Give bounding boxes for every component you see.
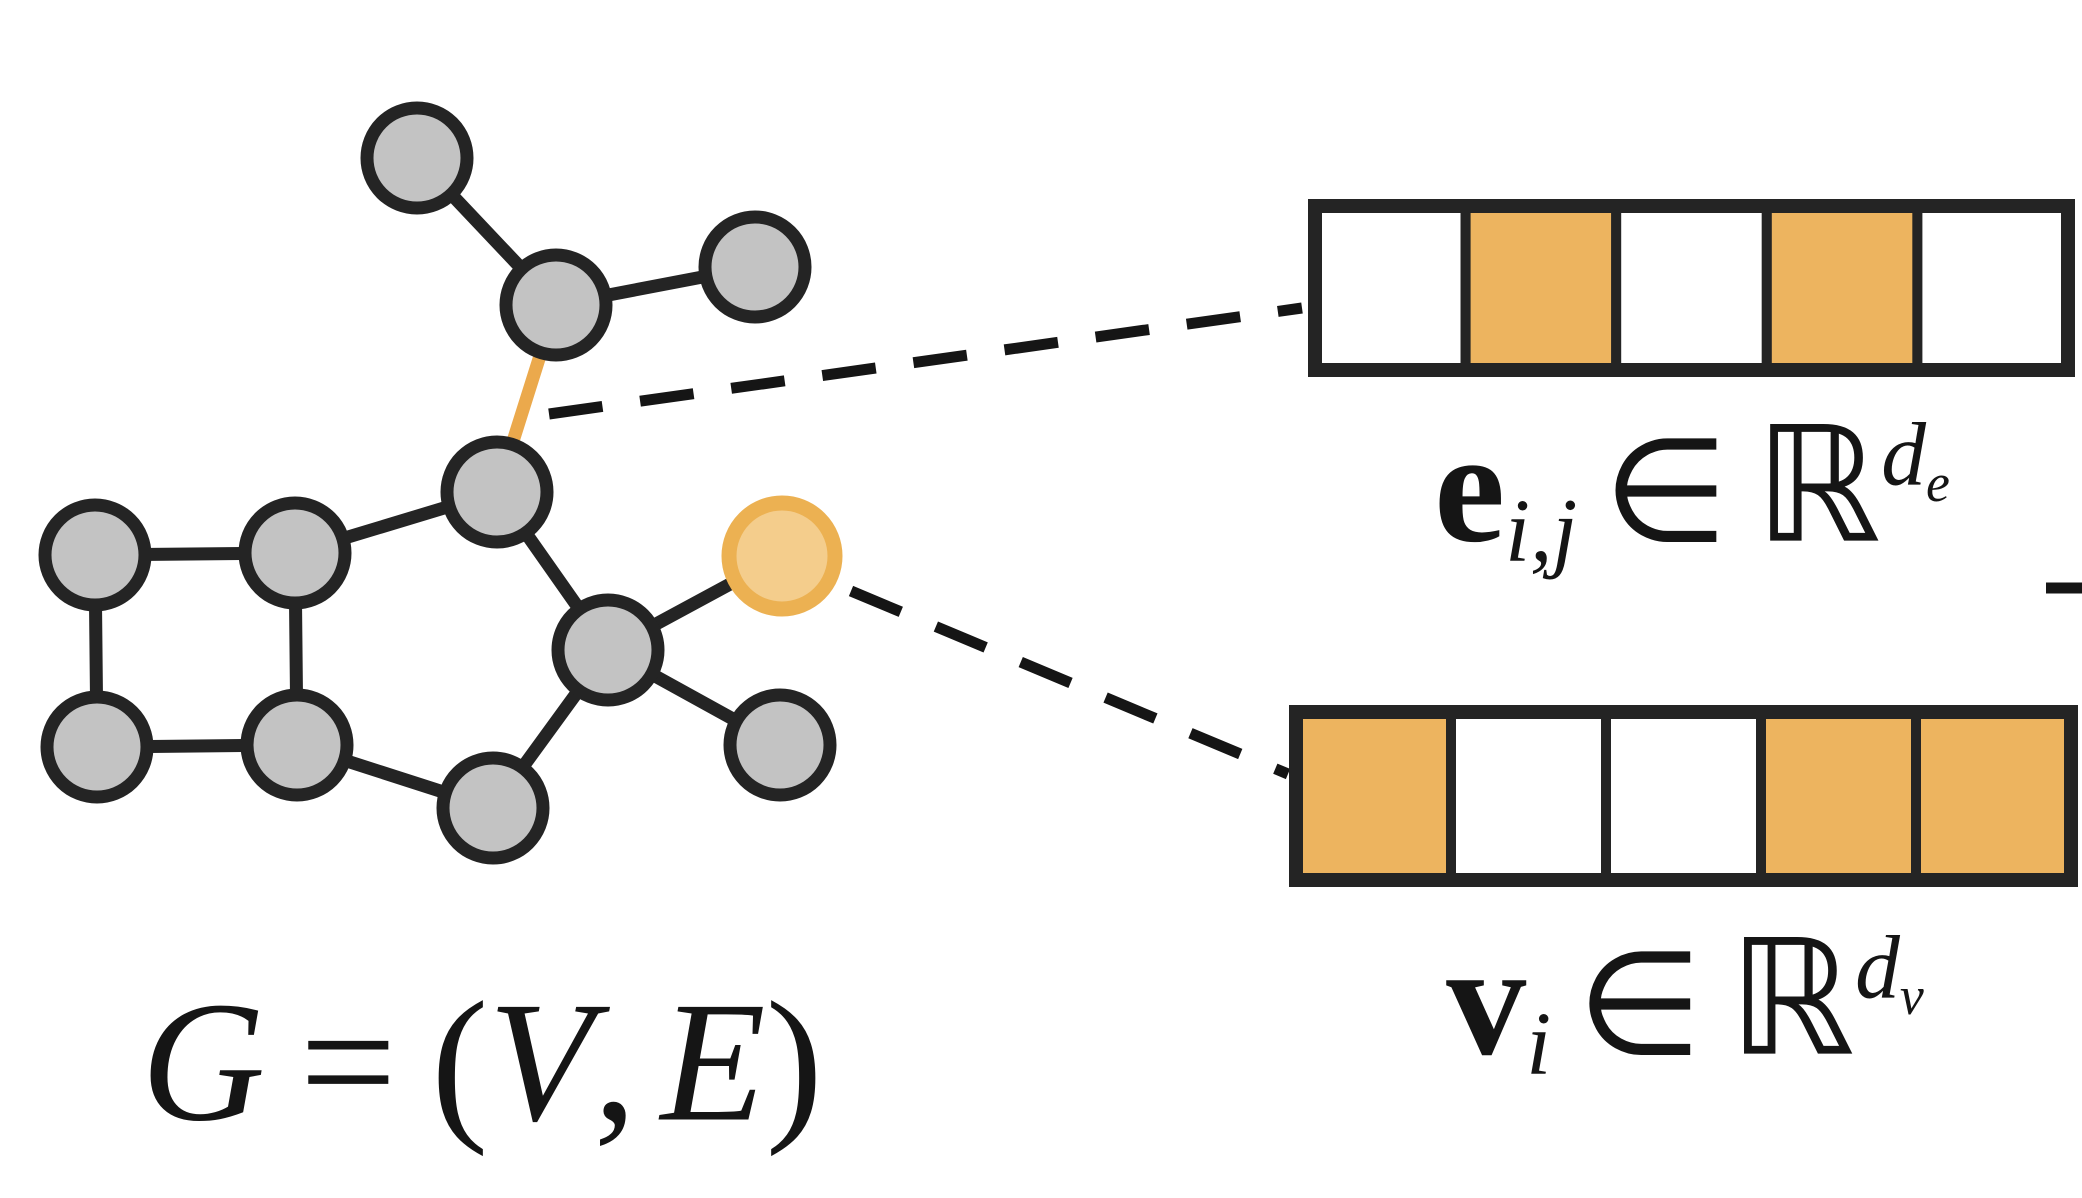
graph-node-top-leaf [360, 101, 474, 215]
node-feature-vector-border [1289, 705, 2078, 887]
element-of-icon: ∈ [1603, 406, 1729, 575]
edge-set-symbol: E [660, 967, 766, 1158]
graph-node-ring-top [440, 435, 554, 549]
comma: , [593, 967, 637, 1158]
graph-symbol: G [141, 967, 266, 1158]
edge-vector-label: ei,j∈ℝde [1434, 392, 1950, 583]
node-symbol-subscript: i [1526, 994, 1552, 1094]
open-paren: ( [431, 967, 489, 1158]
node-to-node-vector-dash [848, 585, 1291, 780]
graph-label: G=(V,E) [141, 965, 823, 1162]
vertex-set-symbol: V [488, 967, 594, 1158]
graph-node-square-top-left [38, 498, 152, 612]
node-feature-vector-cell-4 [1911, 707, 2076, 885]
edge-dimension-subscript: e [1926, 453, 1950, 514]
edge-to-edge-vector-dash [548, 302, 1303, 420]
edge-dimension-symbol: d [1881, 406, 1927, 506]
edge-feature-vector-cell-1 [1460, 201, 1622, 375]
node-vector-label: vi∈ℝdv [1446, 905, 1924, 1096]
graph-node-highlighted-node [721, 495, 843, 617]
node-feature-vector-cell-2 [1601, 707, 1766, 885]
graph-node-hub [551, 593, 665, 707]
node-feature-vector-cell-1 [1446, 707, 1611, 885]
edge-symbol: e [1434, 397, 1506, 576]
edge-feature-vector-cell-4 [1912, 201, 2074, 375]
graph-node-ring-bottom [436, 751, 550, 865]
real-numbers-symbol: ℝ [1728, 904, 1856, 1092]
graph-node-square-bottom-right [240, 688, 354, 802]
edge-feature-vector-cell-3 [1761, 201, 1923, 375]
graph-node-square-bottom-left [40, 690, 154, 804]
element-of-icon: ∈ [1577, 919, 1703, 1088]
graph-node-branch-right-leaf [698, 210, 812, 324]
node-feature-vector-cell-0 [1291, 707, 1456, 885]
node-dimension-symbol: d [1855, 919, 1900, 1019]
edge-feature-vector-cell-0 [1310, 201, 1471, 375]
node-dimension-subscript: v [1899, 966, 1924, 1027]
real-numbers-symbol: ℝ [1754, 391, 1882, 579]
node-symbol: v [1446, 910, 1527, 1089]
node-feature-vector-cell-3 [1756, 707, 1921, 885]
graph-node-right-leaf [723, 688, 837, 802]
edge-feature-vector-border [1308, 199, 2075, 377]
graph-node-branch-junction [499, 248, 613, 362]
edge-feature-vector-cell-2 [1611, 201, 1772, 375]
equals-sign: = [299, 967, 397, 1158]
edge-symbol-subscript: i,j [1505, 481, 1578, 581]
close-paren: ) [765, 967, 823, 1158]
graph-node-square-top-right [238, 496, 352, 610]
